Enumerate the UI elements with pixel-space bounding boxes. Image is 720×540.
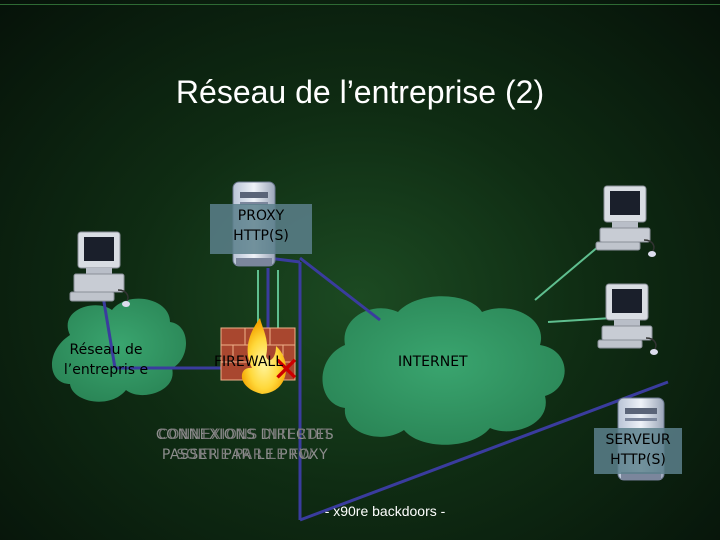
internet-label: INTERNET: [398, 354, 468, 370]
link-proxy-internet: [299, 256, 381, 322]
firewall-icon: [220, 318, 296, 394]
top-rule: [0, 4, 720, 5]
server-label: SERVEUR HTTP(S): [594, 428, 682, 474]
server-label-line2: HTTP(S): [610, 452, 666, 468]
caption-a-line1: CONNEXIONS DIRECTES: [155, 427, 335, 443]
firewall-label: FIREWALL: [214, 354, 284, 370]
overlapping-caption-a: CONNEXIONS DIRECTES PASSER PAR LE PROXY: [140, 425, 350, 465]
slide-title: Réseau de l’entreprise (2): [175, 74, 545, 110]
workstation-icon-mid-right: [597, 283, 658, 355]
internet-cloud: [322, 296, 565, 445]
overlapping-caption-b: CONNEXIONS INTERDIT SORTIE PAR LE FW: [140, 425, 350, 465]
blocked-cross-icon: ✕: [272, 350, 301, 390]
proxy-label-line1: PROXY: [237, 208, 285, 224]
footer-caption: - x90re backdoors -: [324, 503, 446, 519]
link-internet-server: [299, 380, 669, 522]
client-network-cloud: [51, 298, 186, 402]
workstation-icon-left: [69, 231, 130, 307]
workstation-icon-top-right: [595, 185, 656, 257]
caption-b-line2: SORTIE PAR LE FW: [176, 447, 314, 463]
firewall-flame-icon: [241, 318, 287, 394]
client-network-label: Réseau de l’entrepris e: [63, 342, 149, 378]
server-label-line1: SERVEUR: [605, 432, 671, 448]
proxy-label: PROXY HTTP(S): [210, 204, 312, 254]
proxy-label-line2: HTTP(S): [233, 228, 289, 244]
link-internet-client-mid: [547, 317, 613, 323]
caption-a-line2: PASSER PAR LE PROXY: [161, 447, 329, 463]
caption-b-line1: CONNEXIONS INTERDIT: [158, 427, 332, 443]
link-client-down: [100, 289, 117, 369]
